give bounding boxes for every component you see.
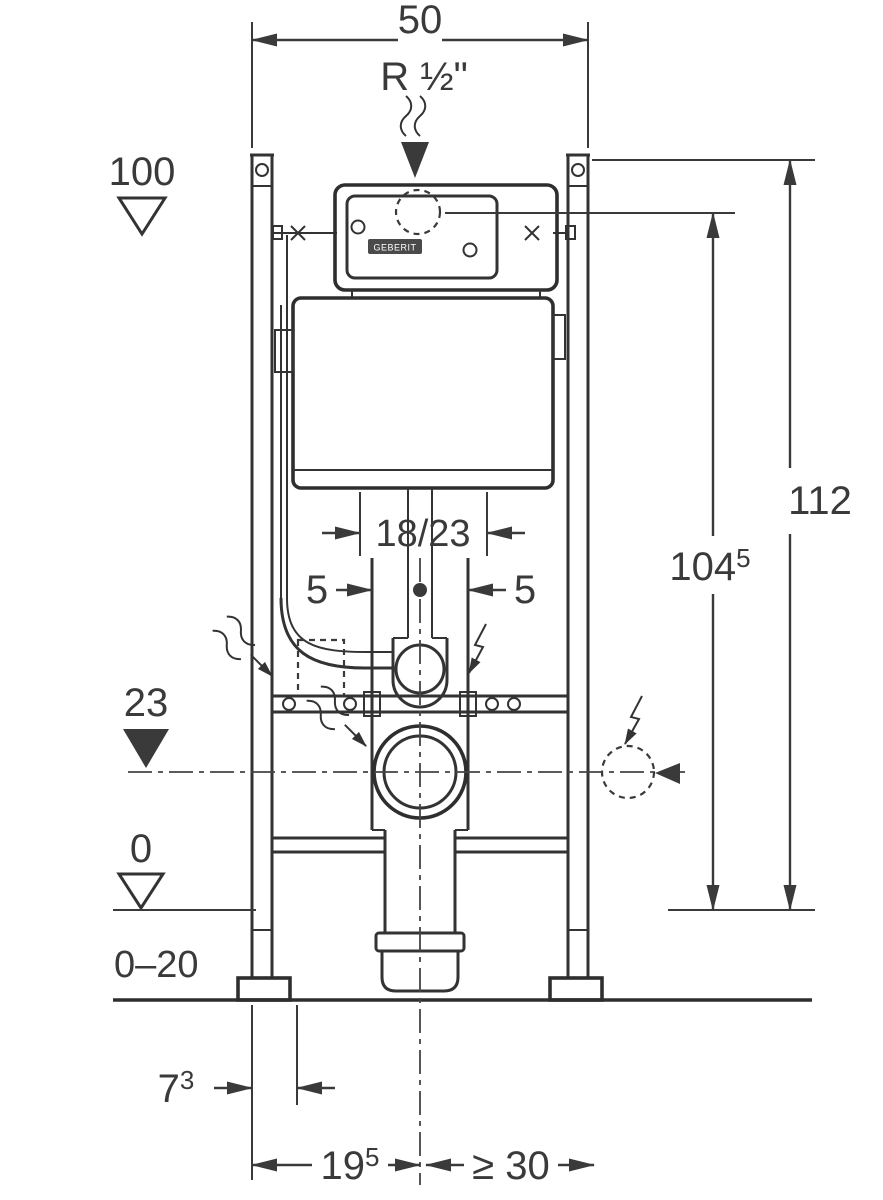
floor-buildup-label: 0–20 [114, 944, 199, 986]
mount-hole-icon [343, 697, 357, 711]
wall-brackets [272, 225, 576, 241]
center-point [413, 583, 427, 597]
access-panel: GEBERIT [333, 183, 559, 298]
geberit-logo [368, 239, 422, 254]
dim-min-side-30: ≥ 30 [425, 1144, 595, 1188]
level-100-label: 100 [109, 150, 176, 194]
outlet-offset-label: 195 [321, 1142, 380, 1188]
width-label: 50 [398, 0, 443, 42]
dim-height-104-5: 1045 [445, 212, 751, 911]
clamp-icon [524, 225, 540, 241]
mount-hole-icon [507, 697, 521, 711]
water-inlet-icon [399, 95, 429, 178]
inlet-height-label: 1045 [669, 543, 750, 589]
electrical-outlet-circle [600, 744, 656, 800]
water-stop-valve-icon [394, 188, 442, 236]
cistern-tank [274, 296, 566, 490]
level-marker-100: 100 [109, 150, 176, 237]
level-triangle-filled-icon [123, 729, 169, 768]
bolt-hole-icon [571, 163, 585, 177]
side-bracket [552, 314, 566, 360]
level-marker-0: 0 [113, 827, 256, 911]
level-0-label: 0 [130, 827, 152, 871]
mount-hole-icon [282, 697, 296, 711]
foot-plate [236, 976, 292, 1002]
side-bracket [274, 329, 294, 373]
dim-width-50: 50 [251, 0, 589, 148]
mount-hole-icon [485, 697, 499, 711]
clamp-icon [290, 225, 306, 241]
level-triangle-open-icon [116, 872, 166, 911]
screw-icon [462, 242, 478, 258]
left-arrow-icon [655, 763, 680, 784]
frame-height-label: 112 [788, 479, 852, 523]
level-triangle-open-icon [116, 196, 168, 237]
water-connection-drain-icon [306, 685, 367, 747]
level-23-label: 23 [124, 681, 169, 725]
dim-fixing-18-23: 18/23 [322, 492, 525, 556]
fixing-rods [370, 558, 470, 830]
offset-right-label: 5 [514, 568, 536, 612]
offset-left-label: 5 [306, 568, 328, 612]
dim-offset-5-right: 5 [467, 568, 536, 612]
electrical-arrow-right-icon [624, 695, 643, 745]
foot-plate [548, 976, 604, 1002]
left-rail [236, 153, 292, 1002]
water-inlet-label: R ½" [380, 55, 468, 99]
rod-nut [459, 691, 477, 717]
dim-outlet-offset-19-5: 195 [251, 1142, 421, 1188]
rod-nut [363, 691, 381, 717]
brand-label: GEBERIT [373, 243, 416, 253]
down-arrow-icon [401, 142, 429, 178]
dim-height-112: 112 [592, 159, 852, 911]
min-side-label: ≥ 30 [472, 1144, 550, 1188]
bolt-hole-icon [255, 163, 269, 177]
flush-pipe [279, 235, 433, 698]
dim-offset-5-left: 5 [306, 568, 373, 612]
wall-offset-label: 73 [158, 1065, 195, 1111]
water-connection-left-icon [212, 615, 273, 677]
level-marker-23: 23 [123, 681, 169, 768]
screw-icon [350, 219, 366, 235]
dim-wall-offset-7-3: 73 [158, 1005, 335, 1180]
lower-crossbar [272, 836, 568, 854]
fixing-spacing-label: 18/23 [375, 513, 470, 555]
electrical-arrow-socket-icon [468, 623, 487, 674]
